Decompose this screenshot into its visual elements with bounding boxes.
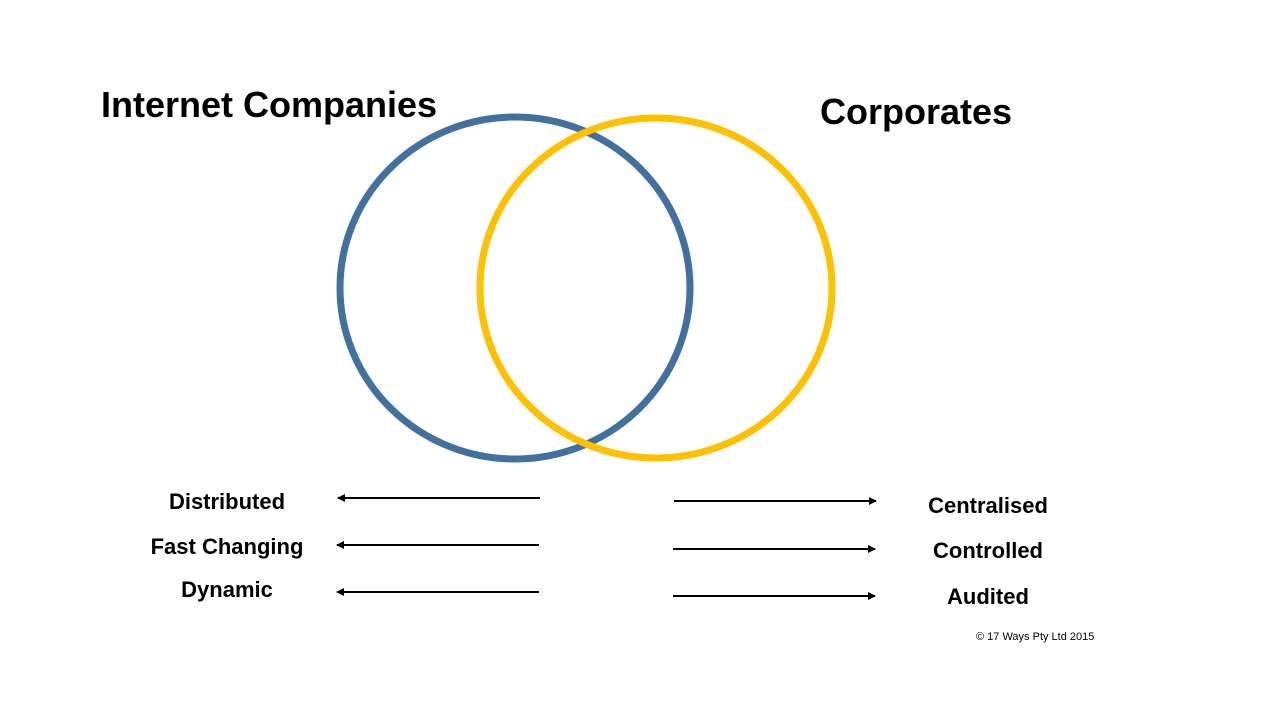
copyright-notice: © 17 Ways Pty Ltd 2015: [976, 631, 1095, 643]
internet-companies-title: Internet Companies: [101, 84, 438, 125]
trait-audited: Audited: [947, 584, 1029, 609]
trait-dynamic: Dynamic: [181, 577, 273, 602]
trait-controlled: Controlled: [933, 538, 1043, 563]
corporates-circle: [476, 114, 836, 462]
trait-distributed: Distributed: [168, 489, 286, 514]
corporates-title: Corporates: [820, 91, 1013, 132]
trait-centralised: Centralised: [928, 493, 1048, 518]
trait-fast-changing: Fast Changing: [150, 534, 304, 559]
internet-companies-circle: [336, 113, 694, 463]
